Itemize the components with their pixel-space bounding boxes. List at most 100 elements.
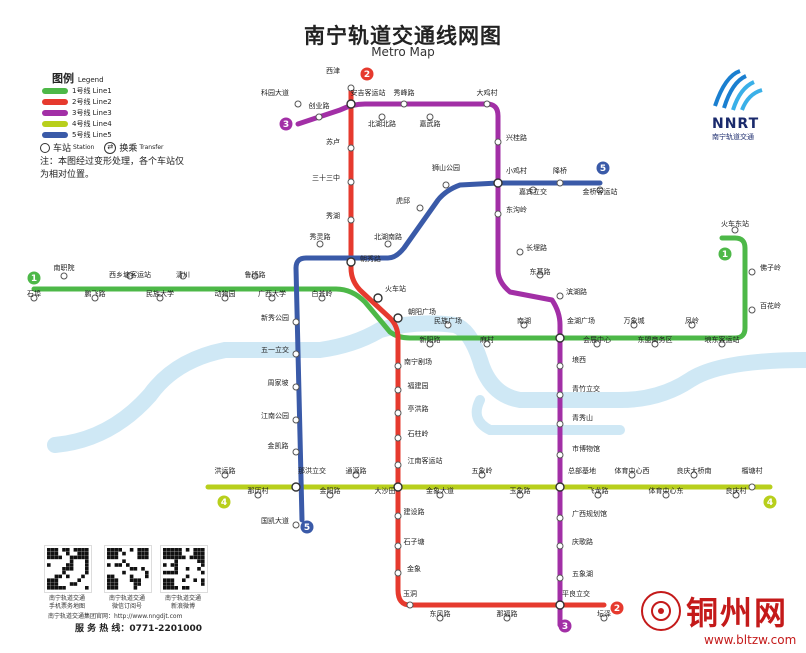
- qr-module: [174, 551, 178, 556]
- qr-module: [62, 548, 66, 552]
- nnrt-logo-text: NNRT: [712, 116, 760, 132]
- station-label: 青竹立交: [572, 384, 600, 393]
- station-dot: [30, 294, 38, 302]
- qr-module: [47, 586, 51, 590]
- qr-module: [126, 563, 130, 567]
- legend-line-swatch: [42, 99, 68, 105]
- legend-line-row: 3号线 Line3: [42, 108, 112, 118]
- station-label: 玉洞: [403, 589, 417, 598]
- qr-module: [129, 574, 134, 579]
- legend-line-row: 2号线 Line2: [42, 97, 112, 107]
- qr-module: [66, 548, 70, 552]
- qr-module: [174, 559, 178, 563]
- legend-line-swatch: [42, 88, 68, 94]
- qr-module: [163, 563, 167, 567]
- station-label: 东葛路: [530, 267, 551, 276]
- qr-module: [141, 555, 145, 560]
- transfer-station-dot: [393, 313, 403, 323]
- qr-module: [197, 559, 201, 563]
- station-dot: [294, 100, 302, 108]
- station-dot: [628, 471, 636, 479]
- qr-module: [118, 563, 122, 567]
- line-badge-number: 1: [722, 250, 728, 260]
- qr-module: [178, 548, 182, 552]
- station-label: 玉象路: [510, 486, 531, 495]
- station-dot: [416, 204, 424, 212]
- qr-module: [81, 555, 85, 560]
- legend-title: 图例 Legend: [52, 70, 104, 86]
- legend-transfer-en: Transfer: [139, 144, 164, 151]
- station-label: 那福路: [497, 609, 518, 618]
- qr-module: [163, 582, 167, 586]
- qr-module: [166, 555, 171, 560]
- qr-code-icon: [104, 545, 152, 593]
- qr-module: [185, 574, 190, 579]
- station-label: 东风路: [430, 609, 451, 618]
- station-label: 国凯大道: [261, 516, 289, 525]
- qr-module: [69, 582, 74, 586]
- qr-module: [54, 582, 59, 586]
- station-dot: [315, 113, 323, 121]
- station-dot: [731, 226, 739, 234]
- line-badge-circle: [718, 247, 732, 261]
- qr-module: [182, 586, 186, 590]
- legend-line-label: 3号线 Line3: [72, 109, 112, 117]
- station-label: 鲁班路: [245, 270, 266, 279]
- station-dot: [352, 471, 360, 479]
- qr-module: [85, 567, 89, 571]
- station-label: 东沟岭: [506, 205, 527, 214]
- transfer-station-dot: [493, 178, 503, 188]
- station-dot: [292, 448, 300, 456]
- qr-module: [145, 570, 149, 575]
- line-badge-number: 4: [767, 498, 773, 508]
- station-dot: [748, 306, 756, 314]
- qr-module: [110, 574, 115, 579]
- qr-module: [47, 555, 51, 560]
- qr-module: [73, 555, 78, 560]
- qr-module: [107, 548, 111, 552]
- qr-module: [163, 586, 167, 590]
- station-dot: [516, 491, 524, 499]
- qr-module: [163, 548, 167, 552]
- station-label: 民族大学: [146, 289, 174, 298]
- qr-module: [141, 567, 145, 571]
- qr-module: [114, 548, 119, 552]
- qr-module: [114, 555, 119, 560]
- station-dot: [400, 100, 408, 108]
- station-label: 东盟商务区: [638, 335, 673, 344]
- station-dot: [292, 521, 300, 529]
- qr-module: [197, 551, 201, 556]
- qr-label: 南宁轨道交通新浪微博: [153, 595, 213, 611]
- station-label: 金凯路: [268, 441, 289, 450]
- station-label: 秀湖: [326, 211, 340, 220]
- qr-module: [141, 551, 145, 556]
- qr-module: [163, 551, 167, 556]
- station-dot: [221, 471, 229, 479]
- qr-module: [174, 586, 178, 590]
- qr-module: [50, 586, 55, 590]
- qr-module: [107, 582, 111, 586]
- qr-label-line: 南宁轨道交通: [48, 595, 85, 602]
- qr-module: [170, 563, 175, 567]
- station-label: 南湖: [517, 316, 531, 325]
- qr-module: [47, 551, 51, 556]
- legend-station-en: Station: [73, 144, 95, 151]
- station-label: 金象: [407, 564, 421, 573]
- station-dot: [478, 471, 486, 479]
- qr-module: [163, 555, 167, 560]
- station-label: 佛子岭: [760, 263, 781, 272]
- qr-module: [137, 582, 141, 586]
- station-label: 新阳路: [420, 335, 441, 344]
- qr-module: [107, 574, 111, 579]
- station-label: 麻村: [480, 335, 494, 344]
- qr-pattern: [163, 548, 205, 590]
- qr-module: [73, 582, 78, 586]
- qr-module: [85, 586, 89, 590]
- station-label: 洪运路: [215, 466, 236, 475]
- legend-title-cn: 图例: [52, 72, 74, 85]
- qr-module: [145, 548, 149, 552]
- station-dot: [426, 340, 434, 348]
- station-label: 飞龙路: [588, 486, 609, 495]
- line-badge-circle: [763, 495, 777, 509]
